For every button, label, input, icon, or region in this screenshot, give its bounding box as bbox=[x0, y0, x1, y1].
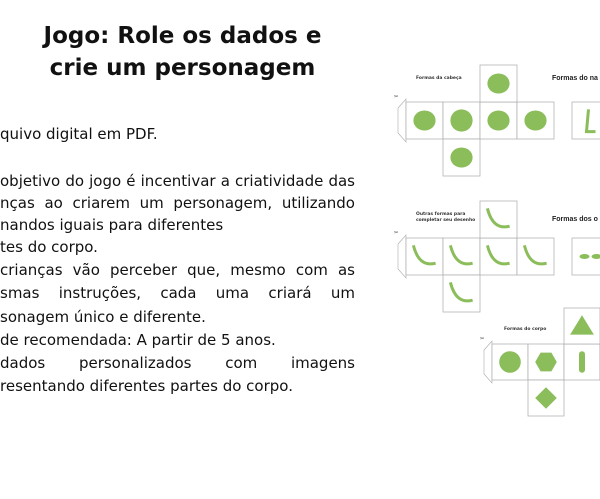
head-shape bbox=[450, 147, 473, 168]
body-text-line: de recomendada: A partir de 5 anos. bbox=[0, 331, 276, 349]
diamond-shape bbox=[535, 387, 557, 409]
title-line-2: crie um personagem bbox=[49, 55, 316, 81]
glue-tab bbox=[483, 340, 493, 384]
page-title: Jogo: Role os dados e crie um personagem bbox=[0, 20, 365, 84]
curve-shape bbox=[448, 282, 473, 303]
other-dice-label-1: Outras formas para bbox=[416, 211, 465, 217]
body-dice-label: Formas do corpo bbox=[504, 326, 546, 332]
circle-shape bbox=[450, 109, 473, 132]
eye-shape bbox=[579, 254, 590, 259]
eye-shape bbox=[591, 254, 600, 259]
body-text-line: quivo digital em PDF. bbox=[0, 125, 158, 143]
dice-face bbox=[491, 343, 529, 381]
circle-shape bbox=[499, 351, 521, 373]
scissors-icon: ✂ bbox=[394, 94, 398, 100]
body-text-line: objetivo do jogo é incentivar a criativi… bbox=[0, 172, 355, 190]
curve-shape bbox=[485, 245, 510, 266]
dice-face bbox=[479, 200, 518, 239]
body-text-line: tes do corpo. bbox=[0, 238, 98, 256]
head-shape bbox=[524, 110, 547, 131]
nose-dice-label: Formas do na bbox=[552, 75, 598, 82]
hexagon-shape bbox=[535, 352, 557, 372]
dice-face bbox=[442, 274, 481, 313]
body-text-line: dados personalizados com imagens bbox=[0, 354, 355, 372]
dice-face bbox=[479, 237, 518, 276]
scissors-icon: ✂ bbox=[480, 336, 484, 342]
head-shape bbox=[413, 110, 436, 131]
scissors-icon: ✂ bbox=[394, 230, 398, 236]
body-text-line: nandos iguais para diferentes bbox=[0, 216, 224, 234]
dice-face bbox=[516, 237, 555, 276]
glue-tab bbox=[397, 234, 407, 279]
curve-shape bbox=[522, 245, 547, 266]
body-text-line: nças ao criarem um personagem, utilizand… bbox=[0, 194, 355, 212]
title-line-1: Jogo: Role os dados e bbox=[43, 23, 322, 49]
curve-shape bbox=[448, 245, 473, 266]
triangle-shape bbox=[570, 315, 594, 335]
body-text-line: crianças vão perceber que, mesmo com as bbox=[0, 261, 355, 279]
curve-shape bbox=[411, 245, 436, 266]
head-dice-label: Formas da cabeça bbox=[416, 75, 462, 81]
curve-shape bbox=[485, 208, 510, 229]
body-text-line: sonagem único e diferente. bbox=[0, 308, 206, 326]
other-dice-label-2: completar seu desenho bbox=[416, 217, 475, 223]
dice-face bbox=[405, 237, 444, 276]
nose-shape bbox=[584, 109, 596, 134]
body-text-line: resentando diferentes partes do corpo. bbox=[0, 377, 293, 395]
head-shape bbox=[487, 110, 510, 131]
bar-shape bbox=[579, 351, 585, 373]
glue-tab bbox=[397, 98, 407, 143]
dice-face bbox=[442, 237, 481, 276]
head-shape bbox=[487, 73, 510, 94]
body-text-line: smas instruções, cada uma criará um bbox=[0, 284, 355, 302]
eyes-dice-label: Formas dos o bbox=[552, 216, 598, 223]
